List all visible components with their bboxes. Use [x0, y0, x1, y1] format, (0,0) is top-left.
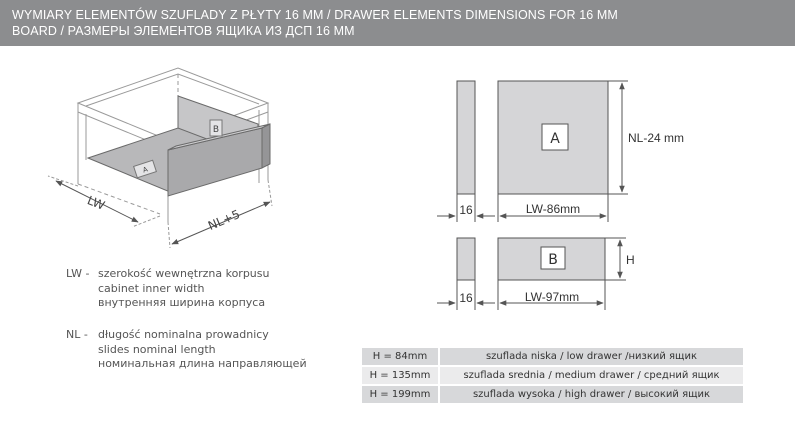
- description-cell: szuflada srednia / medium drawer / средн…: [439, 366, 743, 386]
- back-panel-letter: B: [213, 125, 219, 135]
- height-cell: H = 199mm: [362, 385, 440, 405]
- height-cell: H = 135mm: [362, 366, 440, 386]
- legend-nl-russian: номинальная длина направляющей: [98, 357, 307, 370]
- header-title-line-2: BOARD / РАЗМЕРЫ ЭЛЕМЕНТОВ ЯЩИКА ИЗ ДСП 1…: [12, 24, 355, 38]
- table-row: H = 84mm szuflada niska / low drawer /ни…: [362, 348, 743, 367]
- legend-nl-key: NL -: [66, 328, 88, 341]
- description-cell: szuflada wysoka / high drawer / высокий …: [439, 385, 743, 405]
- panel-b-letter: B: [548, 252, 558, 268]
- panel-a-width-label: LW-86mm: [526, 202, 580, 216]
- height-cell: H = 84mm: [362, 348, 440, 367]
- legend-nl-english: slides nominal length: [98, 342, 216, 356]
- panel-b-height-label: H: [626, 253, 635, 267]
- drawer-height-table: H = 84mm szuflada niska / low drawer /ни…: [362, 348, 743, 405]
- elevation-top: [437, 80, 628, 222]
- panel-a-letter: A: [550, 131, 560, 147]
- legend-lw-english: cabinet inner width: [98, 281, 205, 295]
- side-panel-top: [456, 80, 476, 195]
- nl-dimension: [167, 179, 273, 249]
- top-side-thickness-label: 16: [459, 203, 473, 217]
- legend-lw-russian: внутренняя ширина корпуса: [98, 296, 266, 309]
- drawer-assembly: [86, 95, 271, 197]
- bottom-side-thickness-label: 16: [459, 291, 473, 305]
- elevation-bottom: [437, 237, 626, 310]
- side-panel-bottom: [456, 237, 476, 281]
- legend-lw: LW - szerokość wewnętrzna korpusu cabine…: [66, 267, 269, 311]
- legend-nl: NL - długość nominalna prowadnicy slides…: [66, 328, 307, 372]
- nl-dimension-label: NL+5: [206, 207, 242, 233]
- legend-nl-polish: długość nominalna prowadnicy: [98, 328, 269, 341]
- panel-b-width-label: LW-97mm: [525, 290, 579, 304]
- lw-dimension: [47, 175, 161, 228]
- bottom-panel-letter: A: [142, 165, 149, 174]
- legend-lw-key: LW -: [66, 267, 90, 280]
- table-row: H = 199mm szuflada wysoka / high drawer …: [362, 385, 743, 405]
- table-row: H = 135mm szuflada srednia / medium draw…: [362, 366, 743, 386]
- header-banner: WYMIARY ELEMENTÓW SZUFLADY Z PŁYTY 16 MM…: [0, 0, 795, 46]
- header-title-line-1: WYMIARY ELEMENTÓW SZUFLADY Z PŁYTY 16 MM…: [12, 8, 618, 22]
- legend-lw-polish: szerokość wewnętrzna korpusu: [98, 267, 270, 280]
- lw-dimension-label: LW: [85, 193, 107, 213]
- panel-a-height-label: NL-24 mm: [628, 131, 684, 145]
- description-cell: szuflada niska / low drawer /низкий ящик: [439, 348, 743, 367]
